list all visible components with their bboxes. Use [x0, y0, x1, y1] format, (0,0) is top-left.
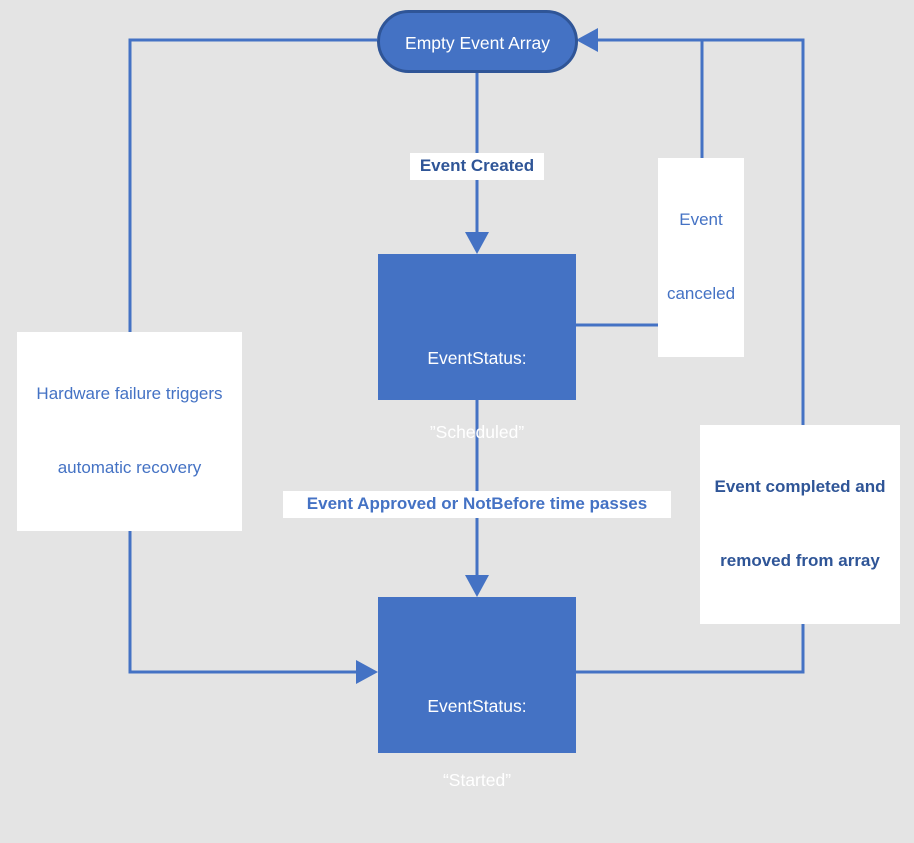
node-event-status-started-shape[interactable] [378, 597, 576, 753]
edge-event-completed [576, 38, 805, 674]
node-event-status-started-label-line2: “Started” [442, 770, 512, 791]
edge-label-hardware-failure-line2: automatic recovery [57, 458, 202, 478]
edge-event-created-arrowhead [465, 232, 489, 254]
edge-event-approved-arrowhead [465, 575, 489, 597]
edge-label-event-created: Event Created [410, 153, 544, 180]
edge-label-event-approved: Event Approved or NotBefore time passes [283, 491, 671, 518]
edge-label-event-canceled-line1: Event [679, 210, 723, 230]
node-event-status-scheduled-shape[interactable] [378, 254, 576, 400]
edge-label-event-canceled-line2: canceled [666, 284, 736, 304]
node-layer [377, 10, 578, 753]
node-empty-event-array-shape[interactable] [377, 10, 578, 73]
state-diagram-canvas: Empty Event Array EventStatus: ”Schedule… [17, 10, 900, 791]
edge-label-hardware-failure: Hardware failure triggers automatic reco… [17, 332, 242, 532]
edge-label-hardware-failure-line1: Hardware failure triggers [36, 384, 223, 404]
edge-event-completed-line [576, 38, 805, 674]
edge-label-event-completed-line1: Event completed and [714, 477, 886, 497]
edge-label-event-completed: Event completed and removed from array [700, 425, 900, 625]
edge-event-canceled-arrowhead [576, 28, 598, 52]
edge-hardware-failure-arrowhead [356, 660, 378, 684]
edge-label-event-completed-line2: removed from array [720, 551, 880, 571]
edge-event-approved [465, 400, 489, 597]
edge-label-event-canceled: Event canceled [658, 158, 744, 358]
